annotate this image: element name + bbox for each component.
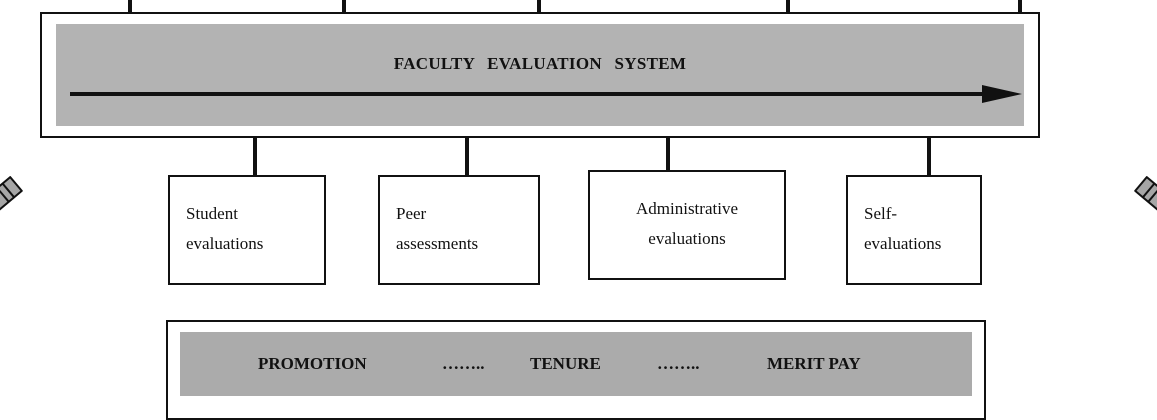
source-connector-2 bbox=[465, 138, 469, 176]
source-connector-3 bbox=[666, 138, 670, 170]
outcomes-banner: PROMOTION …….. TENURE …….. MERIT PAY bbox=[180, 332, 972, 396]
source-peer-line1: Peer bbox=[396, 204, 427, 223]
source-student-line1: Student bbox=[186, 204, 238, 223]
top-connector-1 bbox=[128, 0, 132, 14]
left-arrow-icon bbox=[0, 176, 23, 270]
source-student-line2: evaluations bbox=[186, 234, 264, 253]
outcome-promotion: PROMOTION bbox=[258, 354, 367, 373]
outcomes-box: PROMOTION …….. TENURE …….. MERIT PAY bbox=[166, 320, 986, 420]
top-connector-3 bbox=[537, 0, 541, 14]
source-box-administrative: Administrative evaluations bbox=[588, 170, 786, 280]
source-connector-1 bbox=[253, 138, 257, 176]
right-arrow-icon bbox=[1134, 176, 1157, 270]
source-peer-line2: assessments bbox=[396, 234, 479, 253]
evaluation-system-banner: FACULTY EVALUATION SYSTEM bbox=[56, 24, 1024, 126]
evaluation-system-box: FACULTY EVALUATION SYSTEM bbox=[40, 12, 1040, 138]
source-box-student: Student evaluations bbox=[168, 175, 326, 285]
outcome-separator-1: …….. bbox=[442, 354, 485, 373]
source-box-self: Self- evaluations bbox=[846, 175, 982, 285]
source-box-peer: Peer assessments bbox=[378, 175, 540, 285]
flow-arrow-icon bbox=[70, 85, 1022, 103]
system-title: FACULTY EVALUATION SYSTEM bbox=[393, 54, 687, 73]
source-administrative-line2: evaluations bbox=[648, 229, 726, 248]
outcome-merit-pay: MERIT PAY bbox=[767, 354, 861, 373]
outcome-tenure: TENURE bbox=[530, 354, 601, 373]
top-connector-5 bbox=[1018, 0, 1022, 14]
source-administrative-line1: Administrative bbox=[636, 199, 738, 218]
top-connector-2 bbox=[342, 0, 346, 14]
top-connector-4 bbox=[786, 0, 790, 14]
source-connector-4 bbox=[927, 138, 931, 176]
source-self-line2: evaluations bbox=[864, 234, 942, 253]
source-self-line1: Self- bbox=[864, 204, 898, 223]
outcome-separator-2: …….. bbox=[657, 354, 700, 373]
